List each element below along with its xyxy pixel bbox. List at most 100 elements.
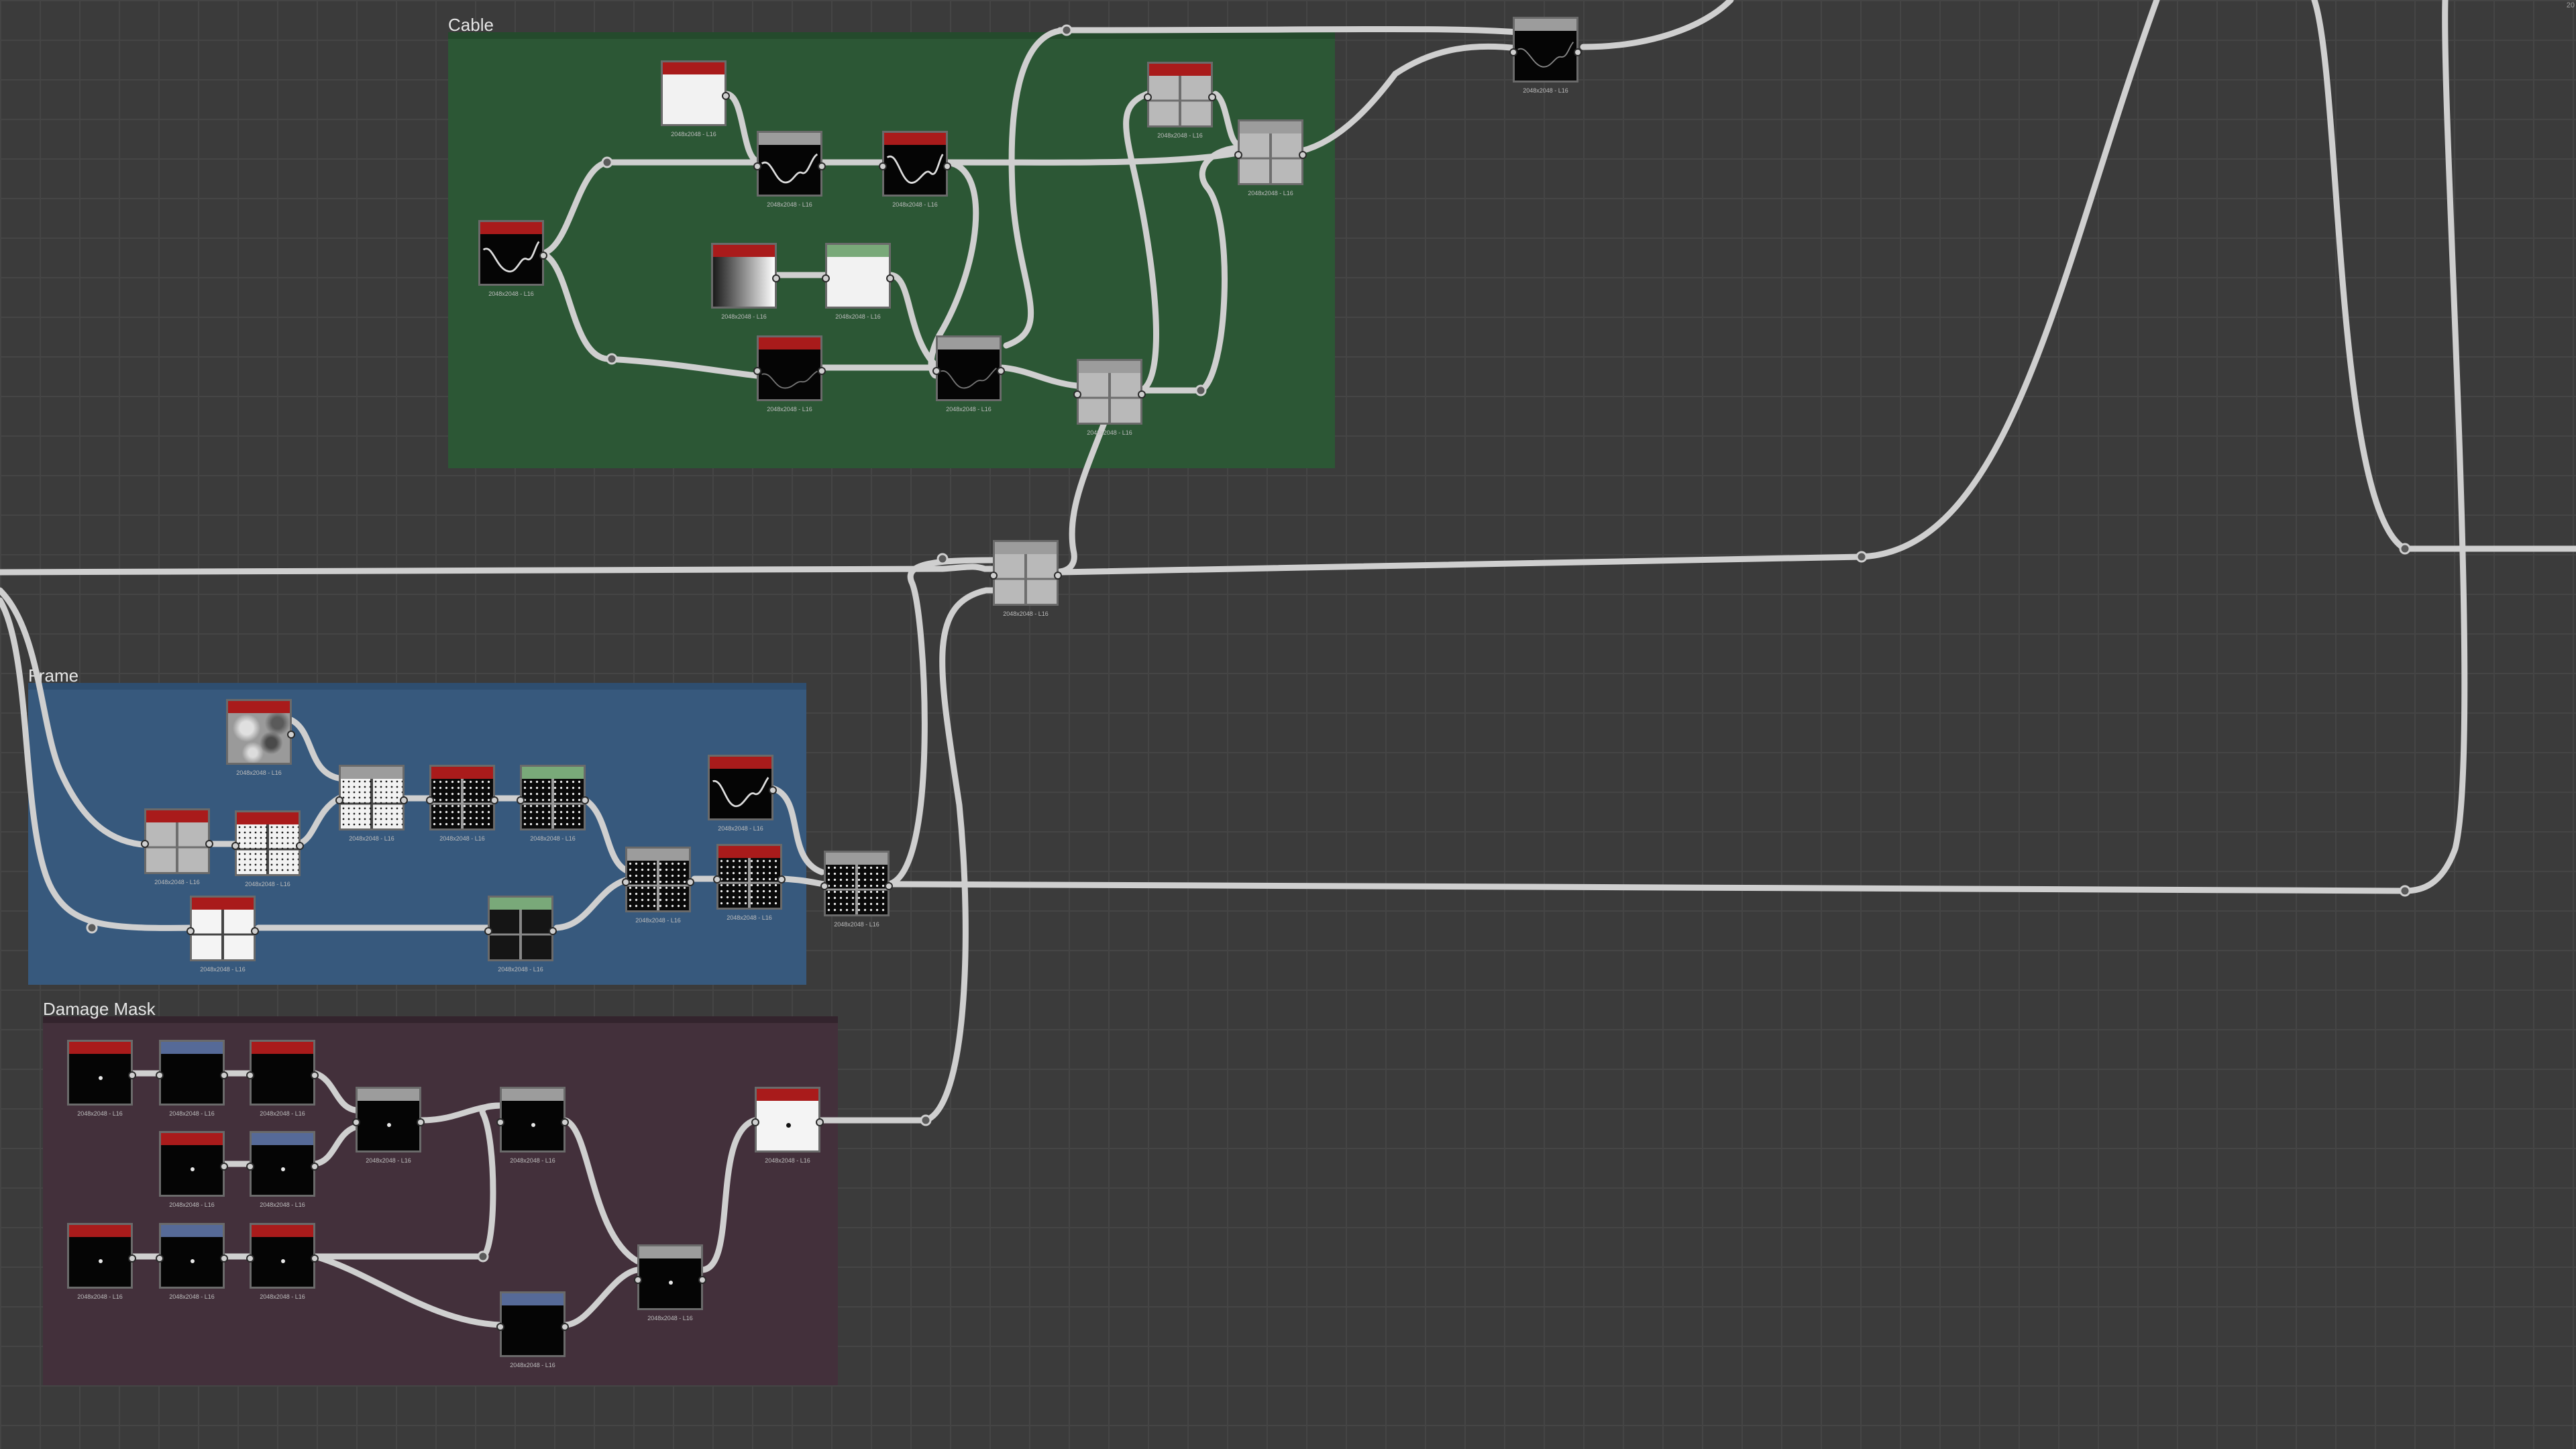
node-tile-speck[interactable]: 2048x2048 - L16 [231, 810, 304, 888]
node-damage-blend-1[interactable]: 2048x2048 - L16 [352, 1087, 425, 1164]
input-port[interactable] [141, 840, 149, 848]
node-damage-blend-2[interactable]: 2048x2048 - L16 [496, 1087, 569, 1164]
node-damage-7[interactable]: 2048x2048 - L16 [156, 1223, 228, 1300]
node-damage-5[interactable]: 2048x2048 - L16 [246, 1131, 319, 1208]
input-port[interactable] [932, 367, 941, 375]
input-port[interactable] [1073, 390, 1081, 398]
node-tile-white[interactable]: 2048x2048 - L16 [186, 896, 259, 973]
input-port[interactable] [753, 367, 761, 375]
output-port[interactable] [311, 1163, 319, 1171]
node-blend-cable-2[interactable]: 2048x2048 - L16 [1144, 62, 1216, 139]
input-port[interactable] [496, 1323, 504, 1331]
output-port[interactable] [818, 367, 826, 375]
node-damage-6[interactable]: 2048x2048 - L16 [67, 1223, 136, 1300]
output-port[interactable] [561, 1323, 569, 1331]
node-curve-1[interactable]: 2048x2048 - L16 [753, 131, 826, 208]
output-port[interactable] [885, 882, 893, 890]
output-port[interactable] [698, 1276, 706, 1284]
output-port[interactable] [772, 274, 780, 282]
node-damage-2[interactable]: 2048x2048 - L16 [156, 1040, 228, 1117]
node-frame-dark[interactable]: 2048x2048 - L16 [484, 896, 557, 973]
output-port[interactable] [417, 1118, 425, 1126]
input-port[interactable] [335, 796, 343, 804]
output-port[interactable] [251, 927, 259, 935]
node-levels-white[interactable]: 2048x2048 - L16 [822, 243, 894, 320]
output-port[interactable] [490, 796, 498, 804]
input-port[interactable] [713, 875, 721, 883]
input-port[interactable] [517, 796, 525, 804]
input-port[interactable] [753, 162, 761, 170]
output-port[interactable] [128, 1071, 136, 1079]
output-port[interactable] [1208, 93, 1216, 101]
output-port[interactable] [1138, 390, 1146, 398]
node-gradient[interactable]: 2048x2048 - L16 [711, 243, 780, 320]
node-curve-input[interactable]: 2048x2048 - L16 [478, 220, 547, 297]
input-port[interactable] [246, 1254, 254, 1263]
node-damage-output[interactable]: 2048x2048 - L16 [751, 1087, 824, 1164]
output-port[interactable] [581, 796, 589, 804]
output-port[interactable] [311, 1071, 319, 1079]
input-port[interactable] [822, 274, 830, 282]
node-damage-blend-3[interactable]: 2048x2048 - L16 [634, 1244, 706, 1322]
output-port[interactable] [549, 927, 557, 935]
node-damage-9[interactable]: 2048x2048 - L16 [496, 1291, 569, 1368]
output-port[interactable] [287, 731, 295, 739]
output-port[interactable] [816, 1118, 824, 1126]
node-noise[interactable]: 2048x2048 - L16 [226, 699, 295, 776]
node-curve-3[interactable]: 2048x2048 - L16 [753, 335, 826, 413]
output-port[interactable] [1299, 151, 1307, 159]
node-curve-2[interactable]: 2048x2048 - L16 [879, 131, 951, 208]
node-uniform-white[interactable]: 2048x2048 - L16 [661, 60, 730, 138]
node-damage-1[interactable]: 2048x2048 - L16 [67, 1040, 136, 1117]
input-port[interactable] [820, 882, 828, 890]
node-blend-frame-2[interactable]: 2048x2048 - L16 [622, 847, 694, 924]
output-port[interactable] [400, 796, 408, 804]
input-port[interactable] [352, 1118, 360, 1126]
input-port[interactable] [1509, 48, 1517, 56]
input-port[interactable] [622, 878, 630, 886]
input-port[interactable] [751, 1118, 759, 1126]
node-blend-main[interactable]: 2048x2048 - L16 [989, 540, 1062, 617]
node-frame-speck-2[interactable]: 2048x2048 - L16 [517, 765, 589, 842]
input-port[interactable] [879, 162, 887, 170]
output-port[interactable] [205, 840, 213, 848]
output-port[interactable] [311, 1254, 319, 1263]
output-port[interactable] [1574, 48, 1582, 56]
node-damage-8[interactable]: 2048x2048 - L16 [246, 1223, 319, 1300]
node-blend-frame-1[interactable]: 2048x2048 - L16 [335, 765, 408, 842]
output-port[interactable] [818, 162, 826, 170]
node-damage-4[interactable]: 2048x2048 - L16 [159, 1131, 228, 1208]
output-port[interactable] [539, 252, 547, 260]
input-port[interactable] [496, 1118, 504, 1126]
input-port[interactable] [1144, 93, 1152, 101]
input-port[interactable] [989, 572, 998, 580]
output-port[interactable] [777, 875, 786, 883]
output-port[interactable] [686, 878, 694, 886]
node-frame-speck-1[interactable]: 2048x2048 - L16 [426, 765, 498, 842]
node-curve-4[interactable]: 2048x2048 - L16 [932, 335, 1005, 413]
node-frame-speck-3[interactable]: 2048x2048 - L16 [713, 844, 786, 921]
input-port[interactable] [231, 842, 239, 850]
input-port[interactable] [246, 1071, 254, 1079]
node-tile-gray[interactable]: 2048x2048 - L16 [141, 808, 213, 885]
output-port[interactable] [561, 1118, 569, 1126]
node-blend-cable-3[interactable]: 2048x2048 - L16 [1234, 119, 1307, 197]
node-frame-output[interactable]: 2048x2048 - L16 [820, 851, 893, 928]
output-port[interactable] [296, 842, 304, 850]
output-port[interactable] [886, 274, 894, 282]
output-port[interactable] [220, 1071, 228, 1079]
node-damage-3[interactable]: 2048x2048 - L16 [246, 1040, 319, 1117]
input-port[interactable] [156, 1254, 164, 1263]
input-port[interactable] [186, 927, 195, 935]
input-port[interactable] [1234, 151, 1242, 159]
input-port[interactable] [484, 927, 492, 935]
output-port[interactable] [128, 1254, 136, 1263]
output-port[interactable] [1054, 572, 1062, 580]
node-frame-curve[interactable]: 2048x2048 - L16 [708, 755, 777, 832]
output-port[interactable] [997, 367, 1005, 375]
output-port[interactable] [220, 1254, 228, 1263]
output-port[interactable] [220, 1163, 228, 1171]
input-port[interactable] [634, 1276, 642, 1284]
node-output-top[interactable]: 2048x2048 - L16 [1509, 17, 1582, 94]
output-port[interactable] [722, 92, 730, 100]
